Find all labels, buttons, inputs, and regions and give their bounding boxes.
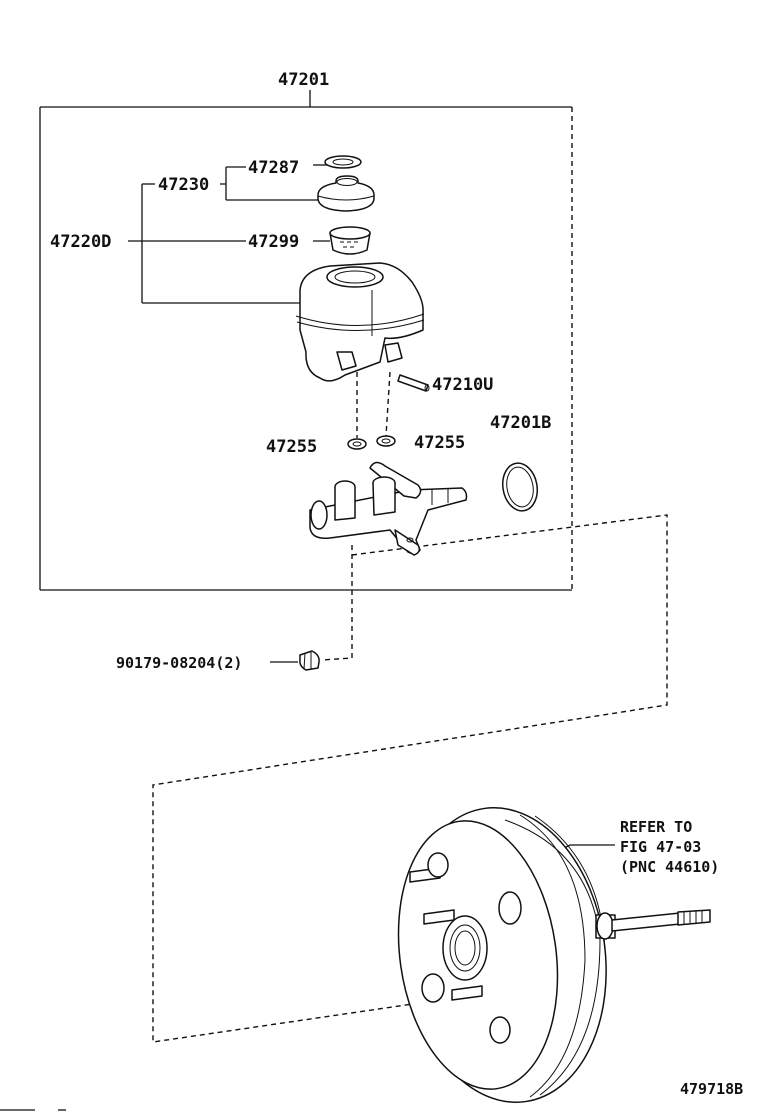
o-ring-icon <box>501 462 539 512</box>
label-reservoir-sub: 47220D <box>50 232 111 252</box>
grommet-right-icon <box>376 435 396 447</box>
label-grommet-left: 47255 <box>266 437 317 457</box>
label-grommet-right: 47255 <box>414 433 465 453</box>
label-reservoir-set: 47230 <box>158 175 209 195</box>
label-refer-line3: (PNC 44610) <box>620 858 719 876</box>
label-strainer: 47299 <box>248 232 299 252</box>
reservoir-tank-icon <box>295 262 425 382</box>
label-cap-gasket: 47287 <box>248 158 299 178</box>
strainer-icon <box>329 226 371 255</box>
label-nut: 90179-08204(2) <box>116 654 242 672</box>
dashed-connectors <box>152 371 668 1043</box>
label-assembly: 47201 <box>278 70 329 90</box>
grommet-left-icon <box>347 438 367 450</box>
master-cylinder-icon <box>309 461 468 556</box>
label-pin: 47210U <box>432 375 493 395</box>
label-ring: 47201B <box>490 413 551 433</box>
label-refer-line2: FIG 47-03 <box>620 838 701 856</box>
leader-lines <box>128 164 615 859</box>
cap-gasket-icon <box>324 155 362 169</box>
pin-icon <box>397 374 430 392</box>
label-figure-id: 479718B <box>680 1080 743 1098</box>
nut-icon <box>299 650 320 671</box>
reservoir-cap-icon <box>317 175 375 212</box>
assembly-frame <box>39 90 573 591</box>
brake-booster-icon <box>397 807 711 1103</box>
label-refer-line1: REFER TO <box>620 818 692 836</box>
